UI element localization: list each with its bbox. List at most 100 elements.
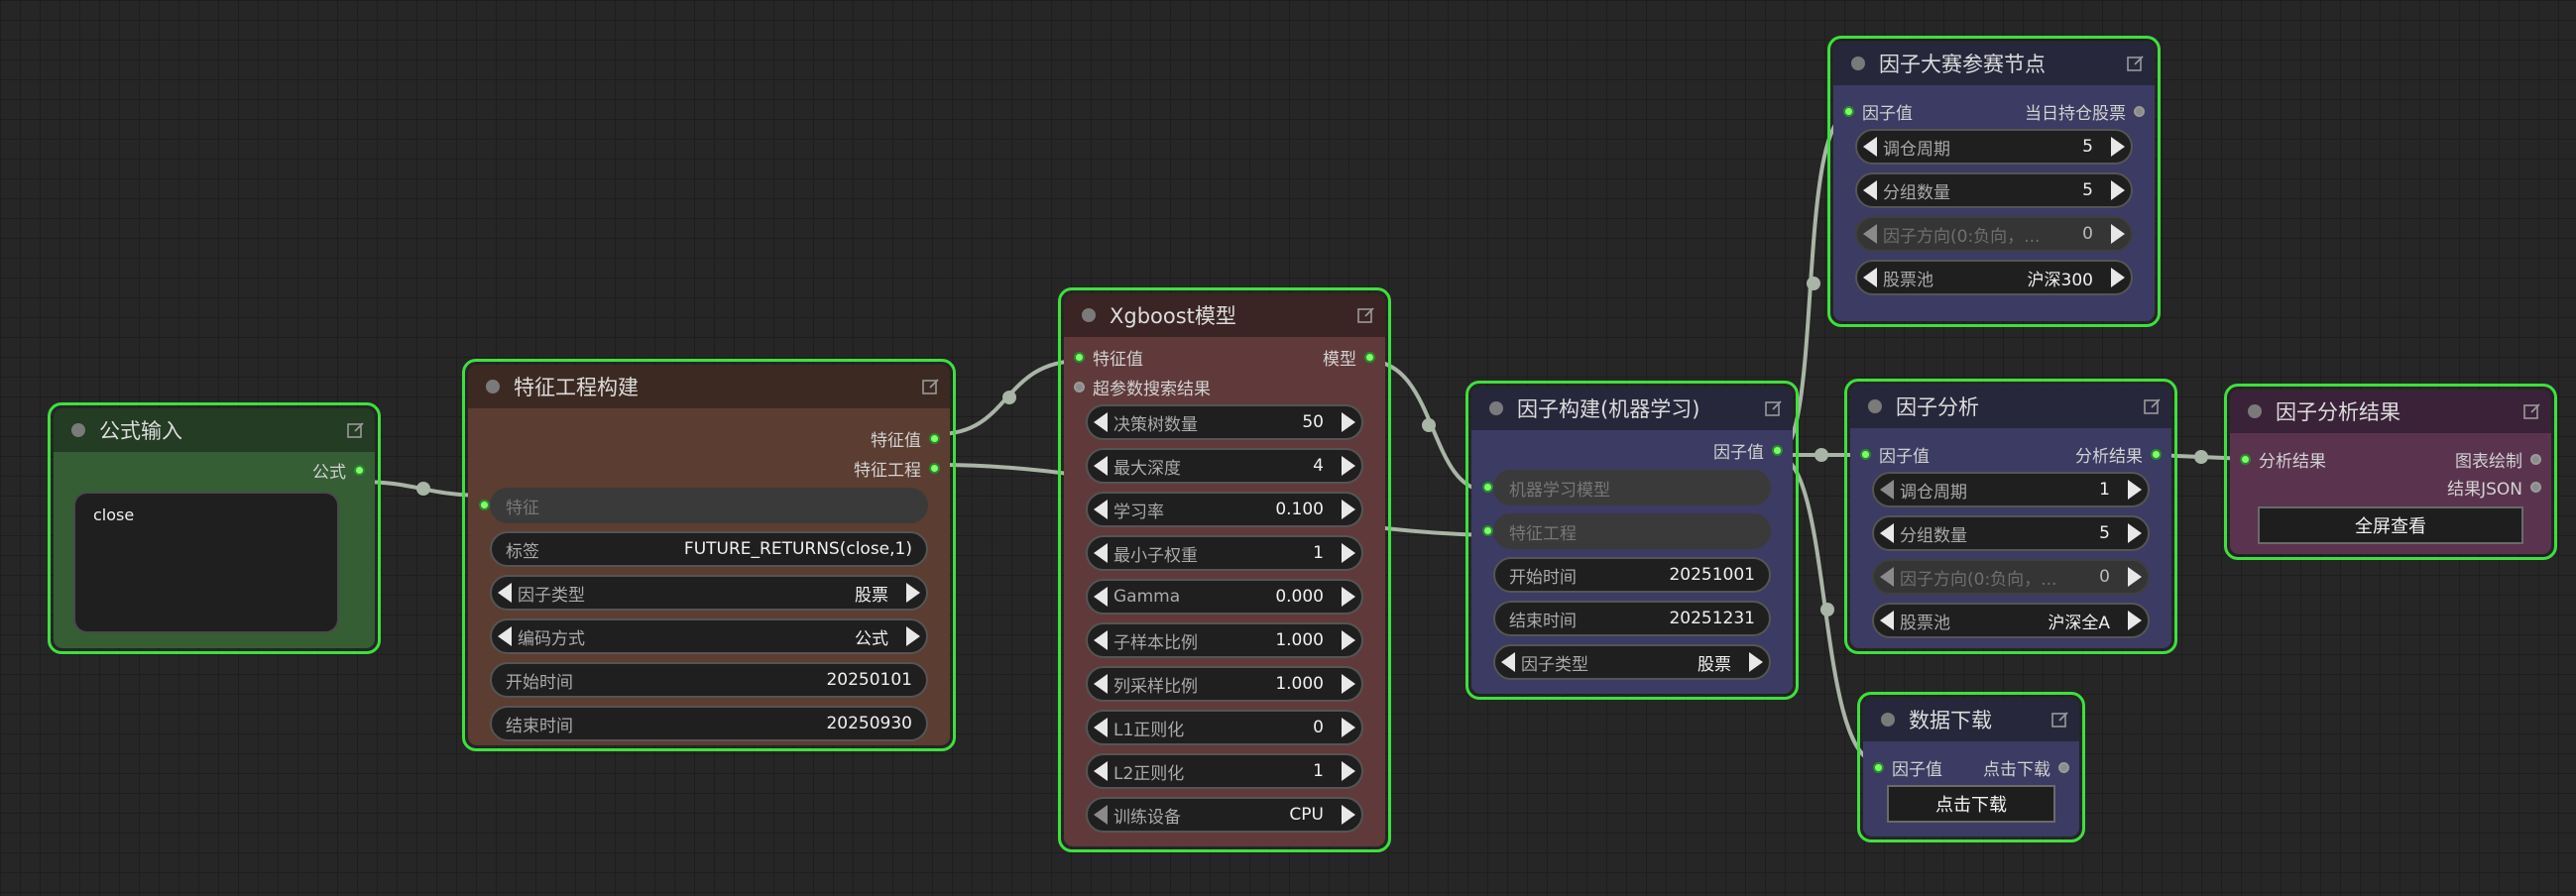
node-titlebar[interactable]: 因子分析 [1850, 385, 2171, 428]
arrow-left-icon[interactable] [1863, 268, 1877, 287]
arrow-left-icon[interactable] [1094, 761, 1108, 781]
arrow-left-icon[interactable] [1880, 523, 1894, 543]
factor-type-combo[interactable]: 因子类型 股票 [490, 575, 928, 611]
arrow-left-icon[interactable] [1094, 587, 1108, 607]
node-titlebar[interactable]: 因子大赛参赛节点 [1833, 42, 2155, 85]
arrow-left-icon[interactable] [1094, 543, 1108, 563]
node-analysis-result[interactable]: 因子分析结果 分析结果 图表绘制 结果JSON 全屏查看 [2224, 384, 2557, 560]
node-titlebar[interactable]: 特征工程构建 [468, 365, 950, 408]
input-slot[interactable] [1074, 352, 1085, 363]
rebalance-period-combo[interactable]: 调仓周期 1 [1872, 472, 2150, 507]
arrow-left-icon[interactable] [1880, 611, 1894, 630]
arrow-right-icon[interactable] [1342, 500, 1355, 519]
arrow-right-icon[interactable] [1342, 587, 1355, 607]
output-slot[interactable] [929, 433, 940, 444]
arrow-left-icon[interactable] [1094, 500, 1108, 519]
input-feature-value[interactable]: 特征值 [1074, 345, 1143, 370]
arrow-right-icon[interactable] [1342, 805, 1355, 825]
node-factor-build-ml[interactable]: 因子构建(机器学习) 因子值 机器学习模型 特征工程 开始时间 20251001… [1465, 381, 1799, 700]
input-slot[interactable] [1873, 762, 1884, 773]
arrow-left-icon[interactable] [1880, 567, 1894, 587]
arrow-left-icon[interactable] [498, 626, 512, 646]
node-data-download[interactable]: 数据下载 因子值 点击下载 点击下载 [1857, 692, 2085, 842]
node-factor-contest[interactable]: 因子大赛参赛节点 因子值 当日持仓股票 调仓周期 5 分组数量 5 因子方向(0… [1827, 36, 2161, 327]
edit-icon[interactable] [347, 421, 365, 439]
factor-type-combo[interactable]: 因子类型 股票 [1493, 644, 1771, 680]
output-slot[interactable] [1772, 445, 1783, 456]
group-count-combo[interactable]: 分组数量 5 [1872, 515, 2150, 551]
input-feature[interactable]: 特征 [479, 488, 928, 523]
start-date-field[interactable]: 开始时间 20251001 [1493, 557, 1771, 593]
input-slot[interactable] [1860, 449, 1871, 460]
collapse-dot[interactable] [1868, 399, 1882, 413]
output-feature-engineering[interactable]: 特征工程 [854, 456, 940, 481]
output-factor-value[interactable]: 因子值 [1713, 438, 1783, 463]
output-feature-value[interactable]: 特征值 [871, 426, 940, 451]
rebalance-period-combo[interactable]: 调仓周期 5 [1855, 129, 2133, 165]
input-factor-value[interactable]: 因子值 [1873, 755, 1942, 780]
collapse-dot[interactable] [1881, 713, 1895, 727]
input-slot[interactable] [1482, 482, 1493, 493]
arrow-left-icon[interactable] [1094, 456, 1108, 476]
arrow-right-icon[interactable] [1342, 456, 1355, 476]
arrow-right-icon[interactable] [1342, 761, 1355, 781]
arrow-right-icon[interactable] [1342, 674, 1355, 694]
input-feature-engineering[interactable]: 特征工程 [1482, 513, 1771, 549]
input-ml-model[interactable]: 机器学习模型 [1482, 470, 1771, 505]
edit-icon[interactable] [2523, 402, 2541, 420]
collapse-dot[interactable] [486, 380, 500, 393]
formula-textarea[interactable]: close [73, 492, 339, 633]
arrow-right-icon[interactable] [1342, 543, 1355, 563]
output-slot[interactable] [2134, 106, 2145, 117]
fullscreen-view-button[interactable]: 全屏查看 [2258, 506, 2523, 544]
output-formula[interactable]: 公式 [312, 458, 365, 483]
collapse-dot[interactable] [2248, 404, 2262, 418]
input-factor-value[interactable]: 因子值 [1843, 99, 1913, 124]
edit-icon[interactable] [1357, 306, 1375, 324]
arrow-right-icon[interactable] [2128, 611, 2142, 630]
factor-direction-combo[interactable]: 因子方向(0:负向，... 0 [1855, 216, 2133, 252]
input-factor-value[interactable]: 因子值 [1860, 442, 1930, 467]
output-slot[interactable] [2530, 454, 2541, 465]
arrow-left-icon[interactable] [1501, 652, 1515, 672]
output-chart[interactable]: 图表绘制 [2455, 447, 2541, 472]
arrow-right-icon[interactable] [1749, 652, 1763, 672]
input-slot[interactable] [479, 500, 490, 510]
input-slot[interactable] [1843, 106, 1854, 117]
collapse-dot[interactable] [1851, 56, 1865, 70]
output-model[interactable]: 模型 [1323, 345, 1375, 370]
stock-pool-combo[interactable]: 股票池 沪深全A [1872, 603, 2150, 638]
stock-pool-combo[interactable]: 股票池 沪深300 [1855, 260, 2133, 295]
factor-direction-combo[interactable]: 因子方向(0:负向，... 0 [1872, 559, 2150, 595]
edit-icon[interactable] [2144, 397, 2162, 415]
arrow-left-icon[interactable] [1094, 630, 1108, 650]
edit-icon[interactable] [922, 378, 940, 395]
arrow-left-icon[interactable] [1094, 674, 1108, 694]
arrow-left-icon[interactable] [1094, 805, 1108, 825]
edit-icon[interactable] [1765, 399, 1783, 417]
output-slot[interactable] [929, 463, 940, 474]
arrow-left-icon[interactable] [1880, 480, 1894, 500]
arrow-left-icon[interactable] [1094, 412, 1108, 432]
arrow-right-icon[interactable] [2128, 523, 2142, 543]
node-factor-analysis[interactable]: 因子分析 因子值 分析结果 调仓周期 1 分组数量 5 因子方向(0:负向，..… [1844, 379, 2177, 654]
collapse-dot[interactable] [1489, 401, 1503, 415]
start-date-field[interactable]: 开始时间 20250101 [490, 662, 928, 698]
collapse-dot[interactable] [1082, 308, 1096, 322]
node-titlebar[interactable]: 因子构建(机器学习) [1471, 387, 1793, 430]
encode-method-combo[interactable]: 编码方式 公式 [490, 618, 928, 654]
arrow-left-icon[interactable] [1094, 718, 1108, 737]
output-download[interactable]: 点击下载 [1983, 755, 2069, 780]
output-analysis-result[interactable]: 分析结果 [2075, 442, 2162, 467]
input-slot[interactable] [1074, 382, 1085, 392]
arrow-right-icon[interactable] [1342, 630, 1355, 650]
output-slot[interactable] [354, 465, 365, 476]
output-result-json[interactable]: 结果JSON [2447, 475, 2541, 500]
output-holdings[interactable]: 当日持仓股票 [2025, 99, 2145, 124]
